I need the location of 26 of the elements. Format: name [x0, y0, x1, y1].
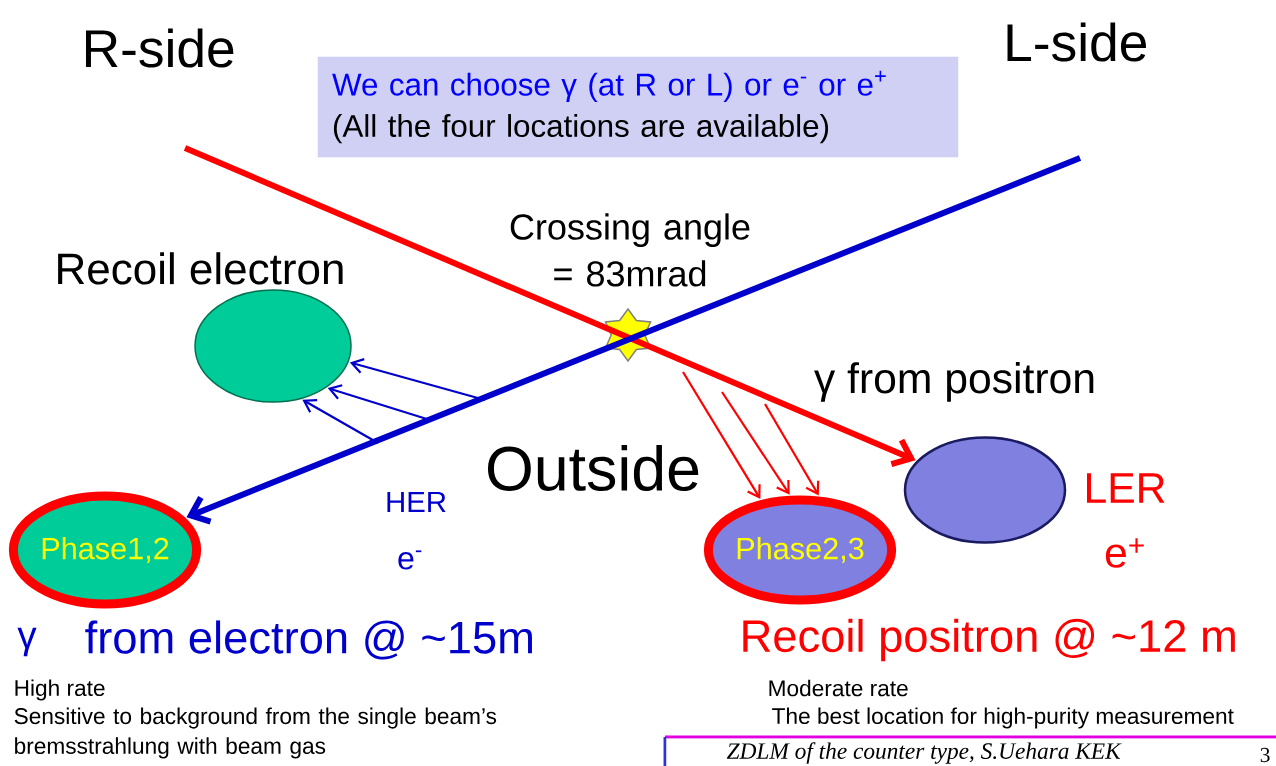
beam-label: HER: [387, 491, 446, 513]
particle-arrow: [764, 403, 820, 496]
particle-arrow: [721, 391, 790, 495]
side-label: L-side: [1007, 22, 1146, 62]
note-text: Moderate rate: [769, 679, 908, 697]
side-label: R-side: [86, 28, 234, 68]
location-heading: Recoil positron @ ~12 m: [743, 618, 1235, 662]
location-heading: from electron @ ~15m: [85, 620, 532, 660]
particle-arrow: [302, 398, 379, 444]
particle-arrow: [349, 358, 486, 402]
beam-label: γ from positron: [814, 362, 1094, 402]
note-text: Sensitive to background from the single beam’s bremsstrahlung with beam gas: [14, 707, 497, 759]
particle-label: e$^{+}$: [1105, 538, 1144, 568]
note-text: The best location for high-purity measurement: [772, 707, 1234, 729]
particle-arrow: [682, 371, 761, 500]
particle-label: e$^{-}$: [398, 550, 422, 570]
page-number: 3: [1260, 747, 1270, 763]
info-box: We can choose γ (at R or L) or e$^{-}$ or e$^{+}$ (All the four locations are available): [317, 56, 959, 158]
beam-arrow: [186, 155, 1082, 525]
note-text: High rate: [15, 679, 105, 701]
region-label: Outside: [488, 444, 699, 491]
beam-arrow: [183, 145, 916, 467]
node-label: Recoil electron: [58, 252, 343, 285]
angle-label: Crossing angle = 83mrad: [510, 213, 750, 287]
detector-ellipse: [903, 436, 1067, 544]
footer-text: ZDLM of the counter type, S.Uehara KEK: [726, 742, 1122, 764]
